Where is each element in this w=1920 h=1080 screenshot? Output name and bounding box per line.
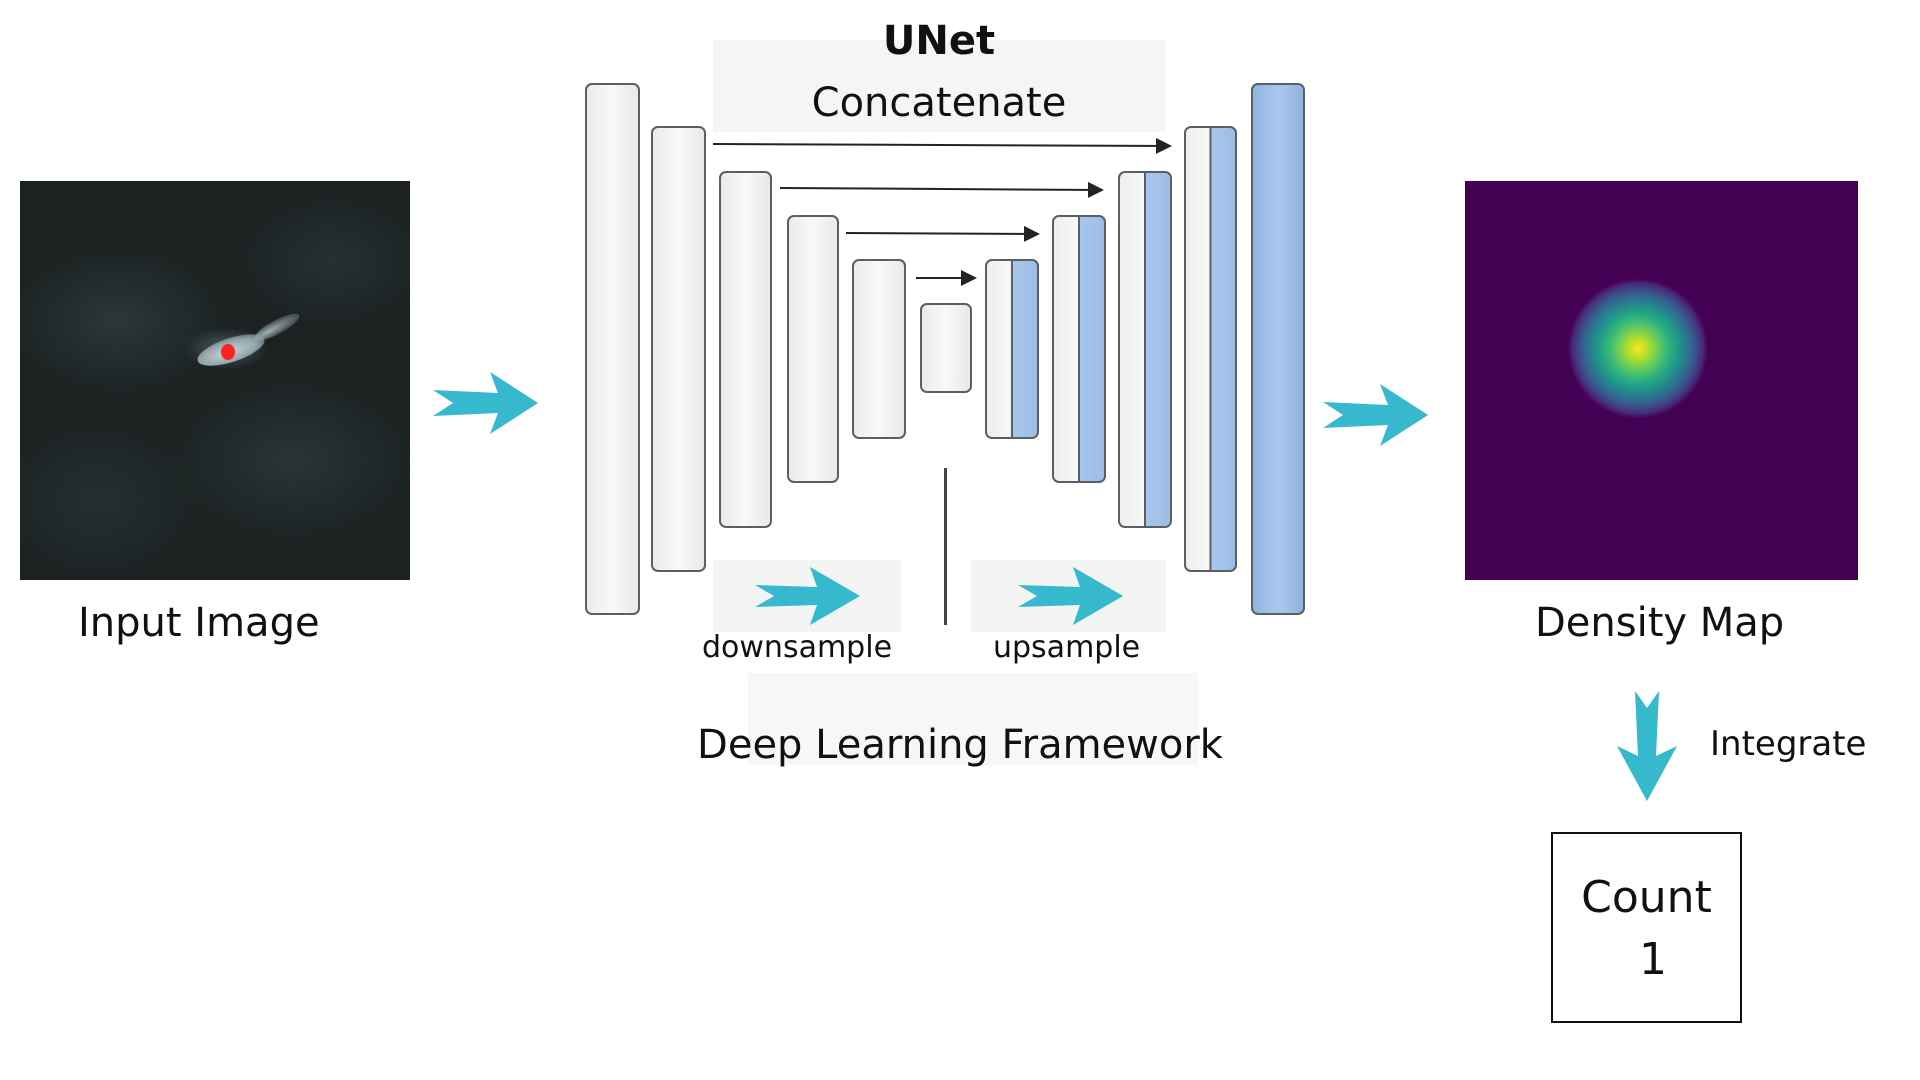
encoder-block-5 xyxy=(852,259,906,439)
density-map-label: Density Map xyxy=(1535,600,1785,646)
framework-label: Deep Learning Framework xyxy=(697,722,1223,768)
count-label: Count xyxy=(1581,872,1712,923)
bottleneck-block xyxy=(920,303,972,393)
arrow-down-icon xyxy=(1617,691,1677,801)
encoder-block-1 xyxy=(585,83,640,615)
integrate-label: Integrate xyxy=(1710,724,1867,764)
downsample-label: downsample xyxy=(702,630,893,665)
input-image-label: Input Image xyxy=(78,600,320,646)
decoder-block-3 xyxy=(1118,171,1172,528)
encoder-block-2 xyxy=(651,126,706,572)
center-divider xyxy=(944,468,947,625)
density-map-image xyxy=(1465,181,1858,580)
arrow-right-icon xyxy=(433,372,538,434)
annotation-dot xyxy=(221,344,235,360)
decoder-block-4 xyxy=(1184,126,1237,572)
skip-arrow-2 xyxy=(779,181,1104,198)
encoder-block-4 xyxy=(787,215,839,483)
skip-connection-arrows xyxy=(712,137,1172,286)
count-value: 1 xyxy=(1639,934,1667,985)
framework-band xyxy=(748,673,1198,765)
upsample-label: upsample xyxy=(993,630,1141,665)
decoder-block-1 xyxy=(985,259,1039,439)
diagram-title: UNet xyxy=(882,18,996,64)
arrow-right-icon-2 xyxy=(1323,384,1428,446)
concatenate-label: Concatenate xyxy=(811,80,1067,126)
title-band xyxy=(713,40,1165,132)
output-block xyxy=(1251,83,1305,615)
input-image xyxy=(20,181,410,580)
skip-arrow-1 xyxy=(712,137,1172,154)
count-box: Count 1 xyxy=(1551,832,1742,1023)
skip-arrow-3 xyxy=(845,225,1040,242)
encoder-block-3 xyxy=(719,171,772,528)
upsample-arrow-icon xyxy=(1018,567,1123,625)
downsample-arrow-icon xyxy=(755,567,860,625)
decoder-block-2 xyxy=(1052,215,1106,483)
